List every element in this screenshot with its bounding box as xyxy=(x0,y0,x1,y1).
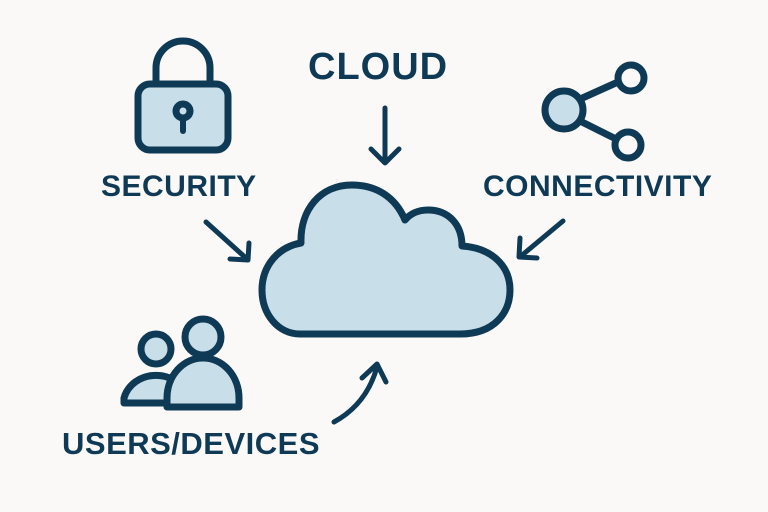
share-nodes-icon xyxy=(541,61,648,162)
arrow-connectivity-to-cloud xyxy=(516,218,566,261)
share-node-bottom xyxy=(611,128,645,162)
user-large-body xyxy=(163,354,243,411)
share-node-main xyxy=(541,87,587,133)
arrow-security-to-cloud xyxy=(203,219,252,263)
users-devices-label: USERS/DEVICES xyxy=(62,426,321,461)
security-label: SECURITY xyxy=(101,170,257,203)
share-link-bottom xyxy=(574,116,622,144)
padlock-icon xyxy=(134,37,232,154)
share-node-top xyxy=(614,61,648,95)
arrow-cloud-down xyxy=(368,105,402,166)
connectivity-label: CONNECTIVITY xyxy=(483,170,713,203)
arrow-users-to-cloud xyxy=(331,361,389,425)
cloud-icon xyxy=(258,181,514,338)
padlock-shackle xyxy=(152,37,214,88)
share-link-top xyxy=(574,78,622,104)
user-large-head xyxy=(181,315,225,359)
users-icon xyxy=(120,315,243,411)
user-small-head xyxy=(137,330,175,368)
cloud-label: CLOUD xyxy=(308,46,449,88)
